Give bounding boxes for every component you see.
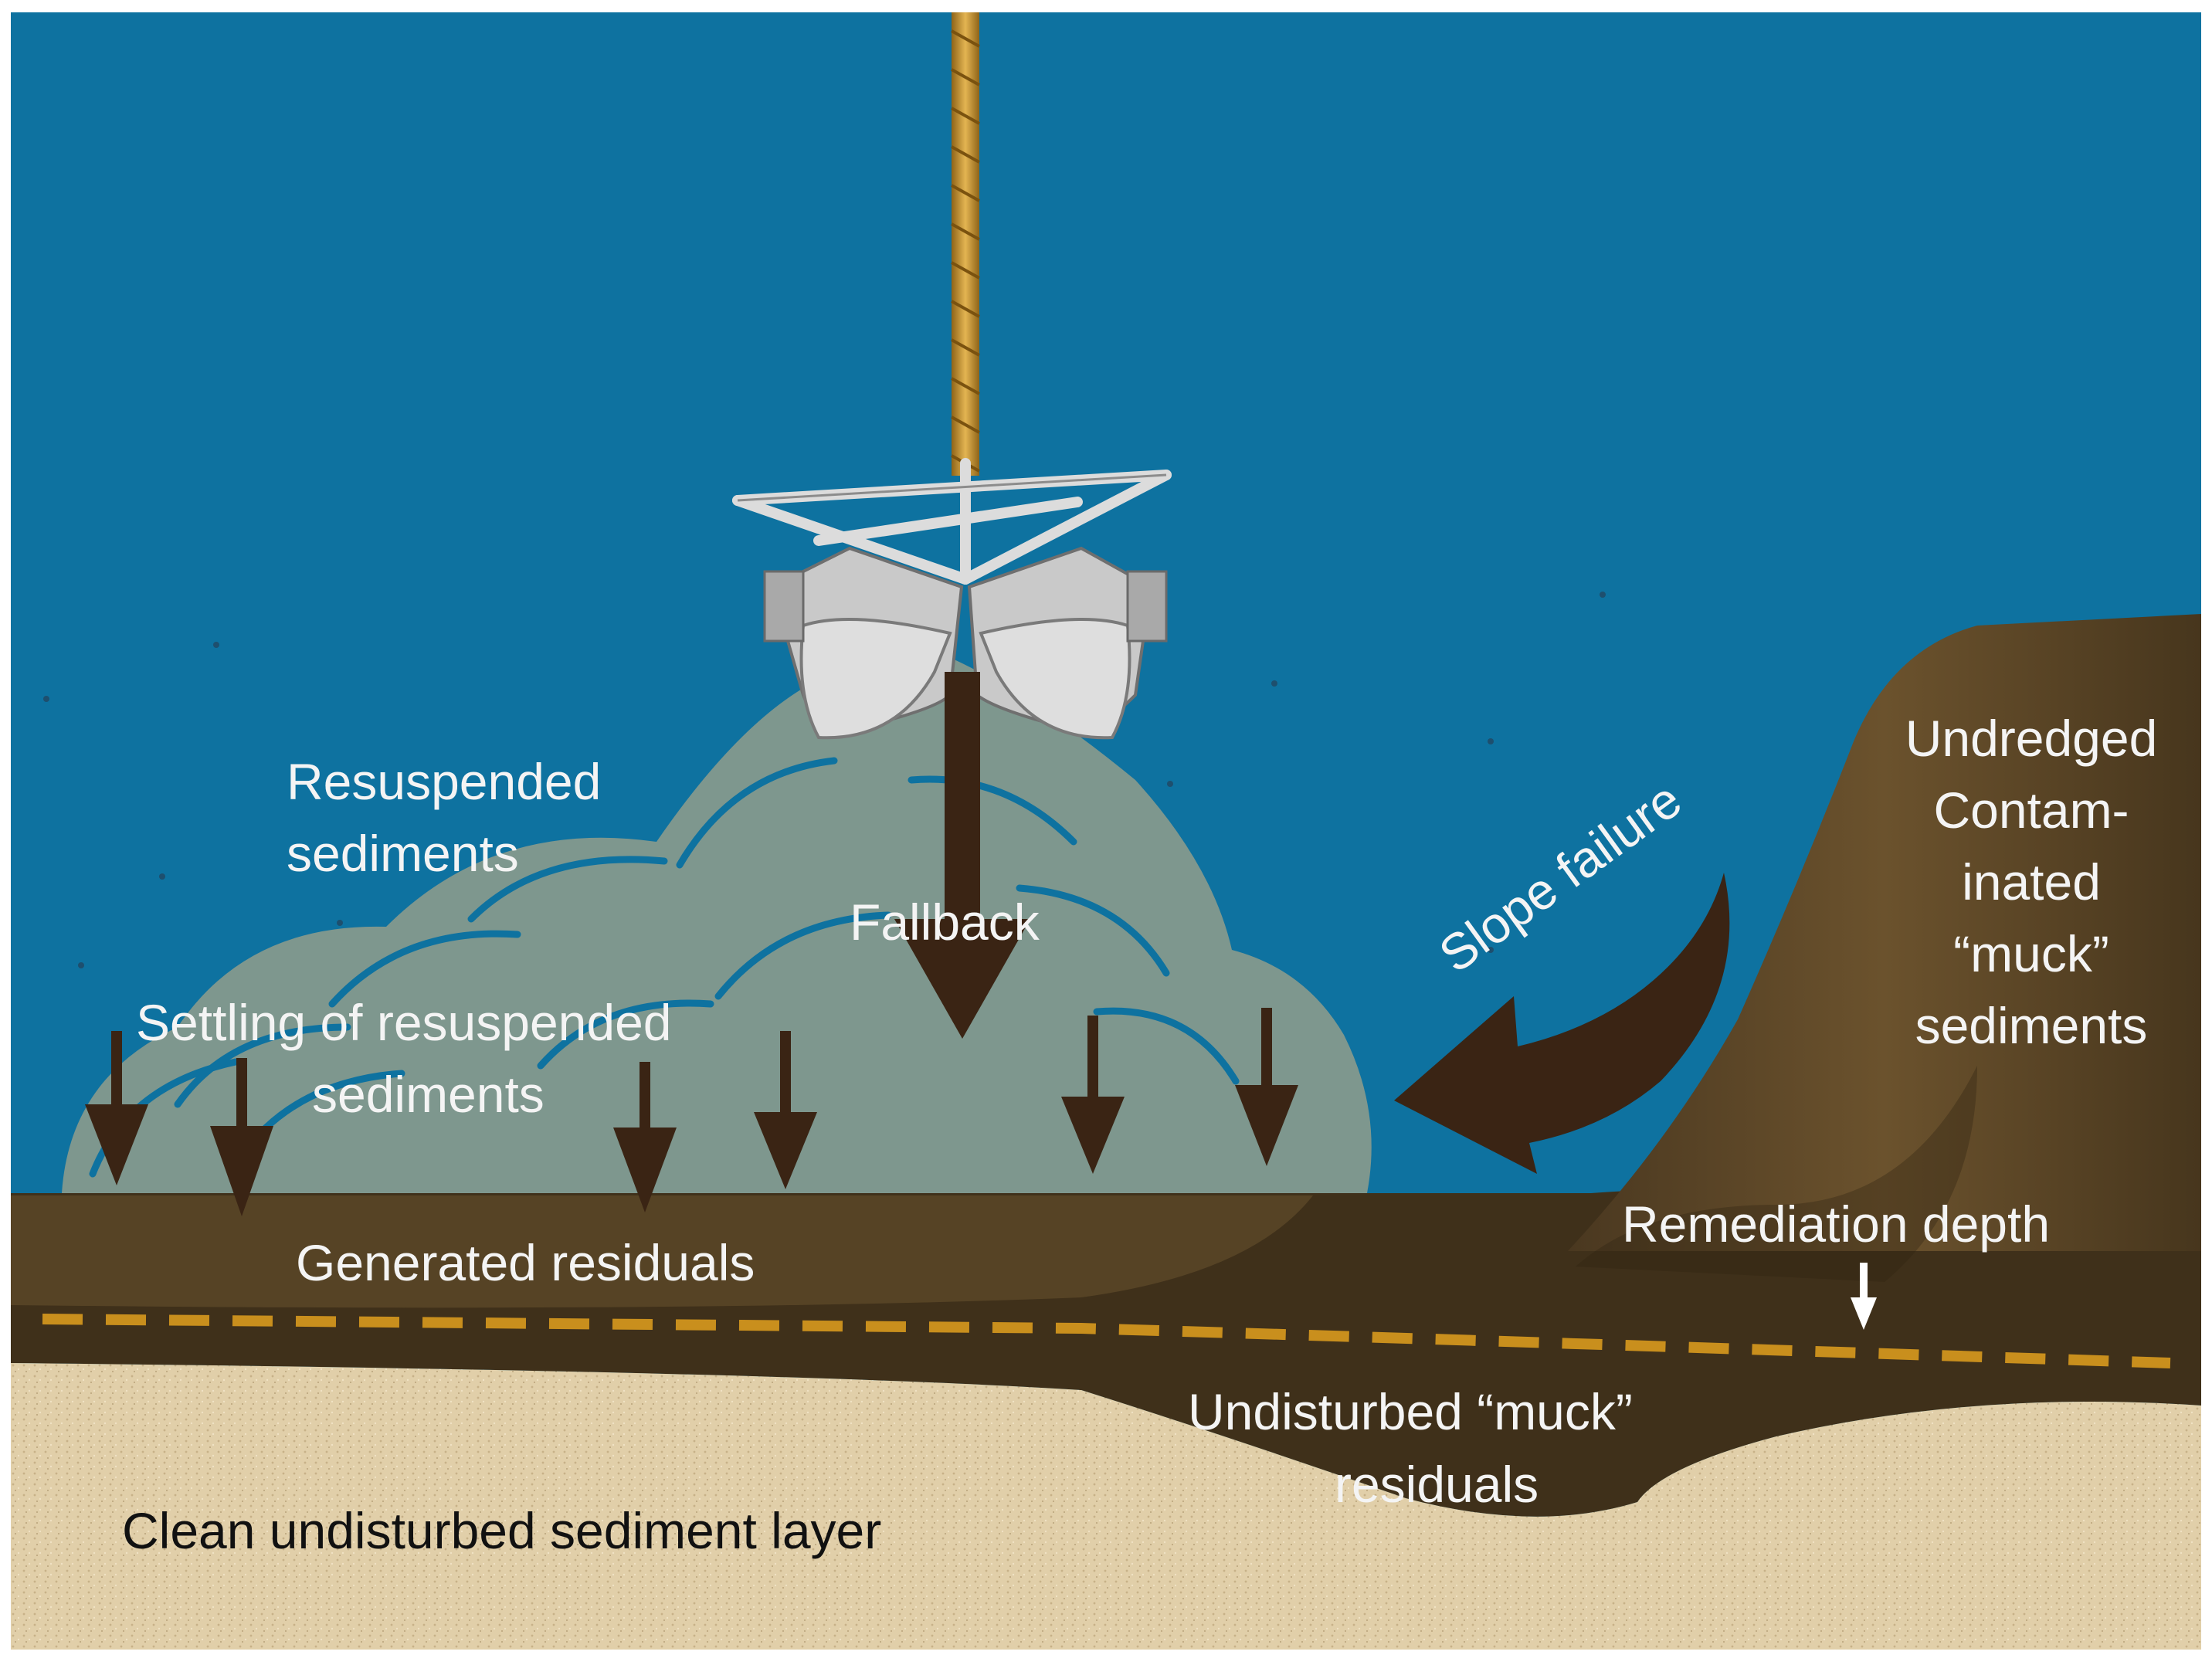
suspended-particles [43,592,1606,968]
svg-text:sediments: sediments [1915,997,2148,1054]
settling-arrow [1235,1008,1298,1166]
resuspended-sediments-label: Resuspended [287,753,601,810]
svg-text:Undredged: Undredged [1905,710,2158,767]
slope-failure-arrow [1394,873,1730,1174]
remediation-depth-label: Remediation depth [1622,1195,2050,1253]
svg-text:Contam-: Contam- [1933,782,2129,839]
undisturbed-residuals-label: Undisturbed “muck” [1188,1383,1633,1440]
svg-text:inated: inated [1962,853,2101,910]
resuspended-sediments-label-line2: sediments [287,825,519,882]
remediation-depth-arrow [1851,1263,1877,1330]
undredged-sediments-label: Undredged Contam- inated “muck” sediment… [1905,710,2158,1054]
mound-cut-face [1576,1066,1977,1282]
rope-icon [951,12,980,476]
generated-residuals-band [11,1195,1313,1308]
settling-label: Settling of resuspended [136,994,671,1051]
settling-arrow [210,1058,273,1216]
settling-arrow [613,1062,677,1212]
settling-arrow [85,1031,148,1185]
generated-residuals-label: Generated residuals [296,1234,755,1291]
settling-arrow [754,1031,817,1189]
fallback-arrow [894,672,1030,1039]
clean-sediment-layer-label: Clean undisturbed sediment layer [122,1502,881,1559]
settling-label-line2: sediments [312,1066,545,1123]
fallback-label: Fallback [850,894,1040,951]
clamshell-grab-bucket-icon [732,458,1172,740]
resuspended-sediment-plume [62,641,1372,1193]
settling-arrows [85,1008,1298,1216]
undredged-muck-mound [1568,614,2201,1251]
remediation-depth-line [42,1314,2171,1368]
settling-arrow [1061,1016,1125,1174]
clean-sediment-layer [11,1363,2201,1650]
undisturbed-residuals-label-line2: residuals [1335,1456,1539,1513]
svg-text:“muck”: “muck” [1953,925,2109,982]
